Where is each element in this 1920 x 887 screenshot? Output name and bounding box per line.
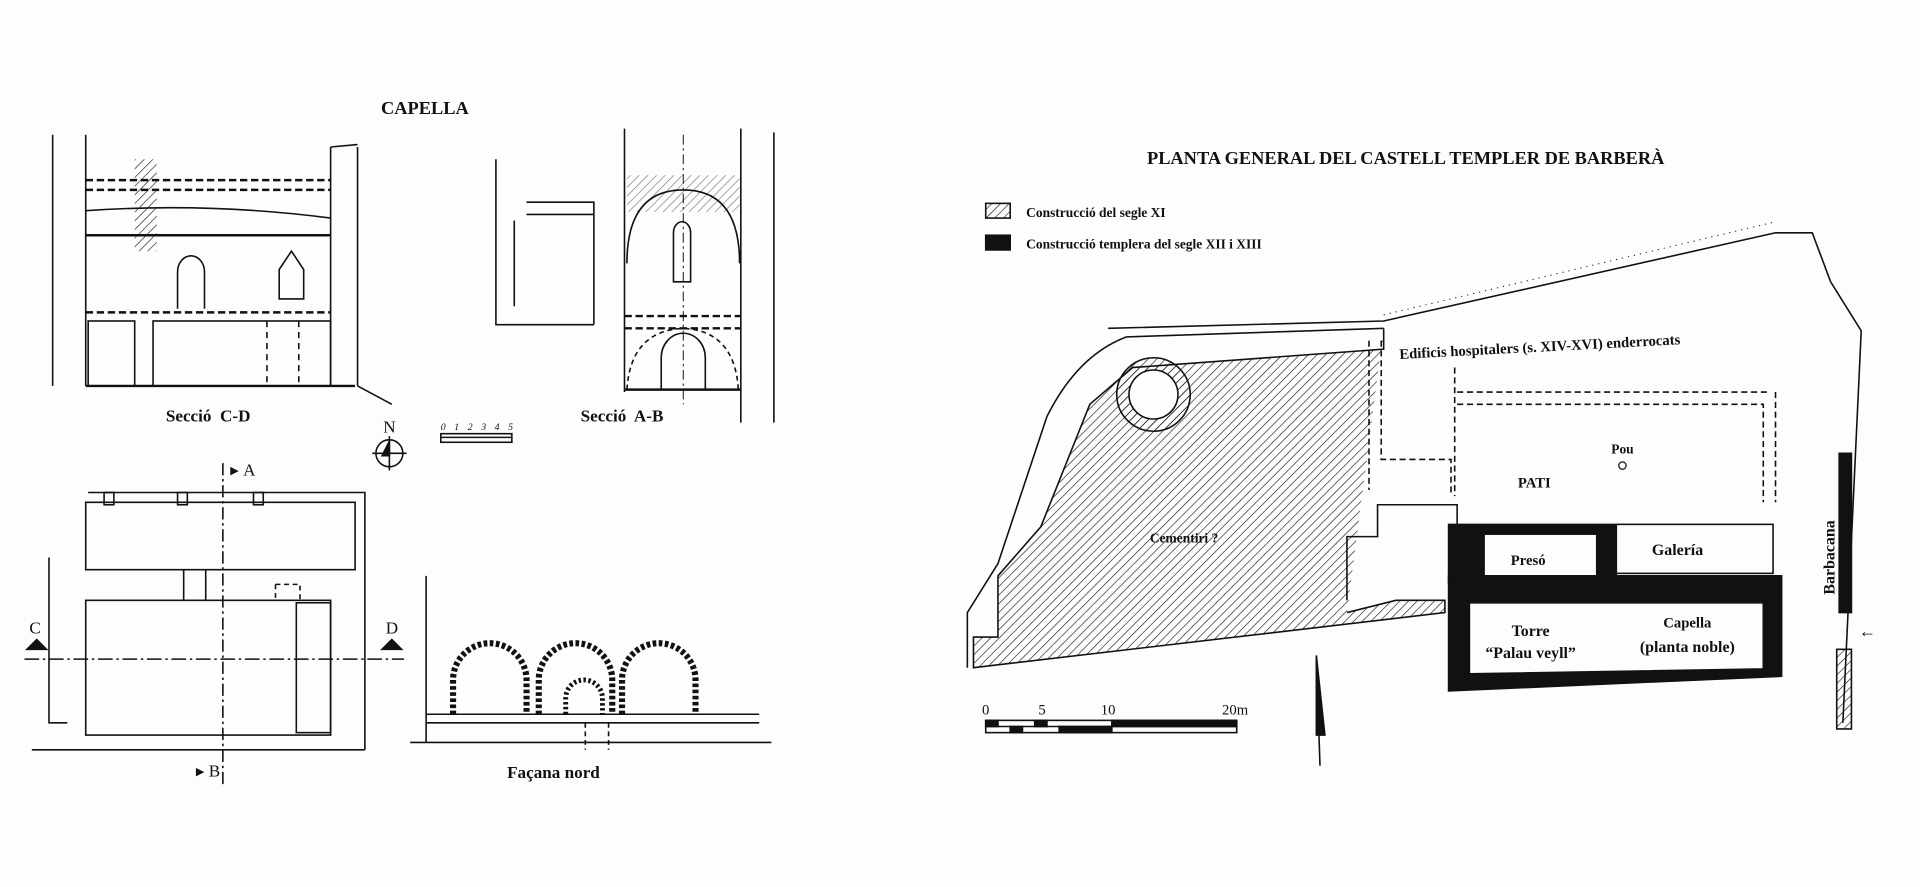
scale-tick: 5 (508, 422, 513, 433)
label-pati: PATI (1518, 476, 1551, 492)
castle-scale-ticks: 0 5 10 20m (982, 702, 1249, 718)
ruined-wall (1346, 503, 1458, 601)
label-torre: Torre (1512, 623, 1550, 640)
label-palau-veyll: “Palau veyll” (1485, 645, 1576, 662)
well-icon (1618, 461, 1627, 470)
facade-nord-drawing (410, 575, 772, 750)
capella-scale-bar (440, 432, 513, 444)
section-cd-label: Secció C-D (166, 406, 251, 425)
section-cd-drawing (51, 134, 393, 405)
cut-mark-b: ▸ B (196, 762, 220, 781)
scale-tick: 20m (1222, 702, 1249, 718)
label-hospitalers: Edificis hospitalers (s. XIV-XVI) enderr… (1399, 332, 1681, 363)
scale-tick: 0 (441, 422, 446, 433)
label-planta-noble: (planta noble) (1640, 639, 1735, 656)
section-ab-drawing (495, 128, 775, 423)
cut-label-c: C (29, 618, 40, 637)
facade-label: Façana nord (507, 763, 600, 782)
castle-outer-wall (966, 221, 1863, 730)
capella-plan-drawing (24, 463, 405, 785)
scale-tick: 5 (1038, 702, 1045, 718)
scale-tick: 0 (982, 702, 989, 718)
capella-title: CAPELLA (381, 98, 469, 118)
hospitaller-outlines (1368, 340, 1777, 503)
cut-label-b: B (209, 762, 220, 781)
legend-hatched-swatch (984, 202, 1011, 219)
label-barbacana: Barbacana (1821, 520, 1838, 594)
castle-scale-bar (984, 719, 1238, 734)
templar-buildings (1447, 523, 1783, 692)
entrance-arrow-icon: ← (1859, 622, 1876, 641)
capella-scale-ticks: 0 1 2 3 4 5 (441, 422, 513, 433)
label-galeria: Galería (1652, 542, 1703, 559)
north-compass (372, 436, 407, 471)
legend-label-solid: Construcció templera del segle XII i XII… (1026, 237, 1262, 252)
scale-tick: 1 (454, 422, 459, 433)
section-ab-label: Secció A-B (581, 406, 664, 425)
castle-title: PLANTA GENERAL DEL CASTELL TEMPLER DE BA… (1147, 147, 1665, 168)
cut-label-d: D (386, 618, 398, 637)
legend-label-hatched: Construcció del segle XI (1026, 205, 1166, 220)
cut-mark-a: ▸ A (230, 460, 256, 479)
label-preso: Presó (1511, 553, 1546, 569)
label-pou: Pou (1611, 441, 1634, 456)
scale-tick: 4 (495, 422, 500, 433)
label-cementiri: Cementiri ? (1150, 531, 1218, 546)
scale-tick: 10 (1101, 702, 1116, 718)
cut-label-a: A (243, 460, 256, 479)
scale-tick: 3 (480, 422, 486, 433)
north-arrow-right (1315, 655, 1326, 766)
legend-solid-swatch (984, 234, 1011, 251)
scale-tick: 2 (468, 422, 473, 433)
label-capella: Capella (1663, 615, 1712, 631)
north-label: N (383, 417, 395, 436)
